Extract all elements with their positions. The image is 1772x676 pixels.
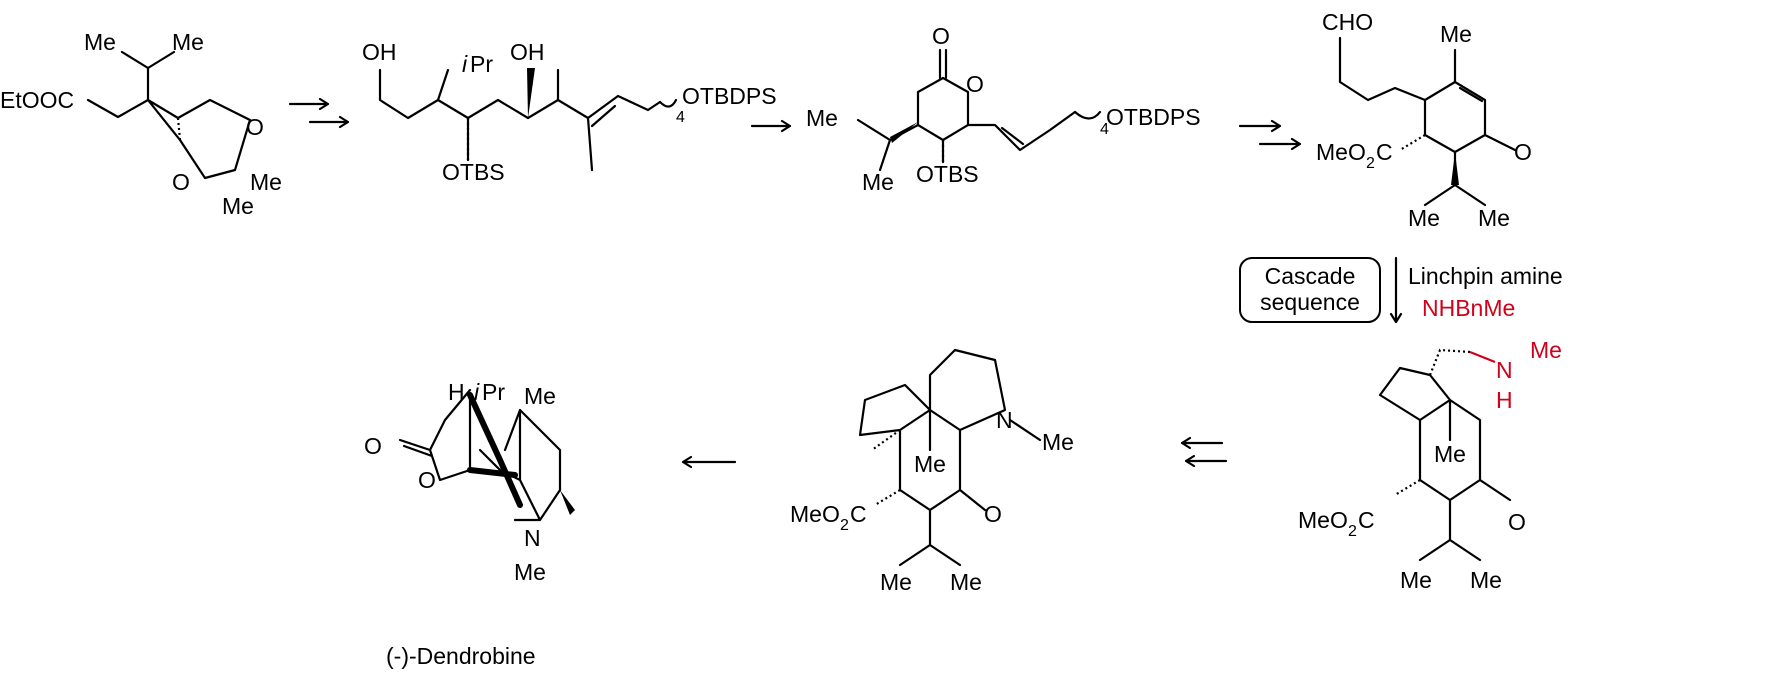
label-me: Me [806, 105, 838, 131]
label-me: Me [250, 169, 282, 195]
label-ipr: Pr [482, 379, 505, 405]
label-me: Me [880, 569, 912, 595]
compound-dendrobine: O O H i Pr Me N Me (-)-Dendrobine [364, 379, 575, 669]
compound-name: (-)-Dendrobine [386, 643, 536, 669]
label-ipr-prefix: i [462, 51, 468, 77]
label-subscript: 2 [840, 517, 849, 534]
reaction-arrow-multistep [1180, 436, 1228, 468]
label-me: Me [950, 569, 982, 595]
label-n: N [996, 407, 1013, 433]
label-oh: OH [362, 39, 397, 65]
label-me: Me [1470, 567, 1502, 593]
label-n: N [1496, 357, 1513, 383]
label-otbdps: OTBDPS [682, 83, 777, 109]
compound-4: CHO Me MeO 2 C O Me Me [1316, 9, 1532, 231]
label-ipr: Pr [470, 51, 493, 77]
label-subscript: 4 [1100, 121, 1109, 138]
label-me: Me [862, 169, 894, 195]
label-n-methyl: Me [514, 559, 546, 585]
label-ester: EtOOC [0, 87, 74, 113]
label-ester-c: C [1376, 139, 1393, 165]
label-me: Me [84, 29, 116, 55]
reagent-label: Linchpin amine [1408, 263, 1563, 289]
label-o: O [1514, 139, 1532, 165]
reaction-arrow-multistep [288, 97, 350, 129]
cascade-step: Cascade sequence Linchpin amine NHBnMe [1239, 256, 1563, 324]
label-o: O [932, 23, 950, 49]
label-cho: CHO [1322, 9, 1373, 35]
cascade-label: sequence [1260, 289, 1360, 315]
label-otbs: OTBS [916, 161, 979, 187]
cascade-label: Cascade [1265, 263, 1356, 289]
label-n: N [524, 525, 541, 551]
reaction-arrow-down [1389, 256, 1403, 324]
label-n-methyl: Me [1042, 429, 1074, 455]
label-me: Me [1400, 567, 1432, 593]
label-me: Me [172, 29, 204, 55]
label-o: O [1508, 509, 1526, 535]
label-me: Me [914, 451, 946, 477]
compound-1: EtOOC Me Me O O Me Me [0, 29, 282, 219]
label-h: H [1496, 387, 1513, 413]
label-me: Me [1408, 205, 1440, 231]
compound-6: N Me Me MeO 2 C O Me Me [790, 348, 1074, 595]
label-h: H [448, 379, 465, 405]
label-otbs: OTBS [442, 159, 505, 185]
label-subscript: 2 [1348, 523, 1357, 540]
label-me: Me [524, 383, 556, 409]
label-me: Me [1440, 21, 1472, 47]
compound-3: O O Me Me OTBS 4 OTBDPS [806, 23, 1201, 195]
reaction-arrow [750, 119, 792, 133]
cascade-box [1239, 257, 1381, 323]
compound-2: OH i Pr OH OTBS 4 OTBDPS [362, 39, 777, 185]
label-ester: MeO [1316, 139, 1366, 165]
label-me: Me [1434, 441, 1466, 467]
compound-5: N H Me Me MeO 2 C O Me Me [1298, 337, 1562, 593]
label-me: Me [1478, 205, 1510, 231]
reaction-arrow [681, 455, 737, 469]
label-subscript: 4 [676, 109, 685, 126]
label-oh: OH [510, 39, 545, 65]
label-me: Me [222, 193, 254, 219]
label-ester: MeO [790, 501, 840, 527]
label-ester-c: C [850, 501, 867, 527]
label-n-methyl: Me [1530, 337, 1562, 363]
label-o: O [418, 467, 436, 493]
label-o: O [172, 169, 190, 195]
label-otbdps: OTBDPS [1106, 104, 1201, 130]
label-ester-c: C [1358, 507, 1375, 533]
label-subscript: 2 [1366, 155, 1375, 172]
label-ipr-prefix: i [474, 379, 480, 405]
label-ester: MeO [1298, 507, 1348, 533]
label-o: O [984, 501, 1002, 527]
reaction-arrow-multistep [1238, 119, 1302, 151]
label-o: O [966, 71, 984, 97]
label-o: O [364, 433, 382, 459]
reagent-name: NHBnMe [1422, 295, 1515, 321]
label-o: O [246, 114, 264, 140]
